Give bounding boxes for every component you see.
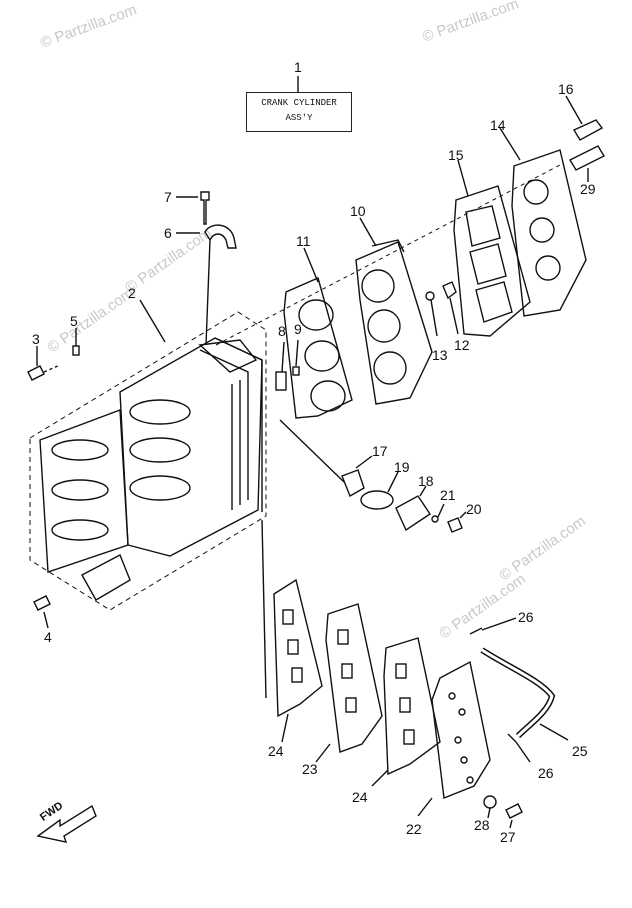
washer-13: [425, 291, 435, 301]
callout-22: 22: [406, 821, 422, 837]
clip-8: [275, 371, 287, 391]
callout-4: 4: [44, 629, 52, 645]
callout-13: 13: [432, 347, 448, 363]
callout-14: 14: [490, 117, 506, 133]
callout-19: 19: [394, 459, 410, 475]
cylinder-head-10: [355, 239, 433, 405]
callout-9: 9: [294, 321, 302, 337]
bolt-20: [447, 517, 463, 533]
exhaust-outer-cover-22: [431, 660, 491, 799]
cover-17: [341, 469, 365, 498]
crankcase-boundary: [29, 311, 267, 611]
callout-10: 10: [350, 203, 366, 219]
bolt-4: [33, 595, 51, 611]
head-cover-gasket-15: [453, 185, 531, 337]
assembly-line-1: CRANK CYLINDER: [261, 98, 337, 108]
callout-26-bottom: 26: [538, 765, 554, 781]
callout-25: 25: [572, 743, 588, 759]
exhaust-gasket-24b: [383, 637, 441, 776]
callout-3: 3: [32, 331, 40, 347]
callout-28: 28: [474, 817, 490, 833]
bolt-27: [505, 803, 523, 819]
callout-11: 11: [296, 233, 311, 249]
callout-23: 23: [302, 761, 318, 777]
bolt-12: [442, 281, 457, 300]
callout-8: 8: [278, 323, 286, 339]
callout-7: 7: [164, 189, 172, 205]
cover-18: [395, 495, 431, 532]
pin-9: [292, 366, 300, 376]
washer-28: [483, 795, 497, 809]
assembly-label-box: CRANK CYLINDER ASS'Y: [246, 92, 352, 132]
bracket-6: [204, 224, 237, 249]
callout-5: 5: [70, 313, 78, 329]
exhaust-gasket-24a: [273, 578, 323, 718]
spark-plug-29: [569, 145, 605, 171]
callout-20: 20: [466, 501, 482, 517]
callout-24-left: 24: [268, 743, 284, 759]
washer-21: [431, 515, 439, 523]
crankcase-block: [39, 337, 263, 601]
callout-27: 27: [500, 829, 516, 845]
callout-18: 18: [418, 473, 434, 489]
exhaust-inner-cover-23: [325, 603, 383, 753]
head-cover-14: [511, 149, 587, 317]
fwd-arrow: [36, 804, 97, 843]
callout-26-top: 26: [518, 609, 534, 625]
callout-6: 6: [164, 225, 172, 241]
pin-5: [72, 345, 80, 356]
callout-15: 15: [448, 147, 464, 163]
clip-26a: [469, 627, 483, 635]
cylinder-gasket-11: [283, 277, 353, 419]
bolt-7: [200, 191, 210, 225]
callout-29: 29: [580, 181, 596, 197]
clip-26b: [507, 733, 517, 743]
callout-2: 2: [128, 285, 136, 301]
callout-1: 1: [294, 59, 302, 75]
assembly-line-2: ASS'Y: [285, 113, 313, 123]
callout-16: 16: [558, 81, 574, 97]
hose-25: [480, 647, 556, 739]
bolt-3: [27, 365, 45, 381]
callout-17: 17: [372, 443, 388, 459]
callout-12: 12: [454, 337, 470, 353]
gasket-19: [360, 490, 394, 510]
spark-plug-16: [572, 119, 604, 141]
callout-21: 21: [440, 487, 456, 503]
callout-24-right: 24: [352, 789, 368, 805]
